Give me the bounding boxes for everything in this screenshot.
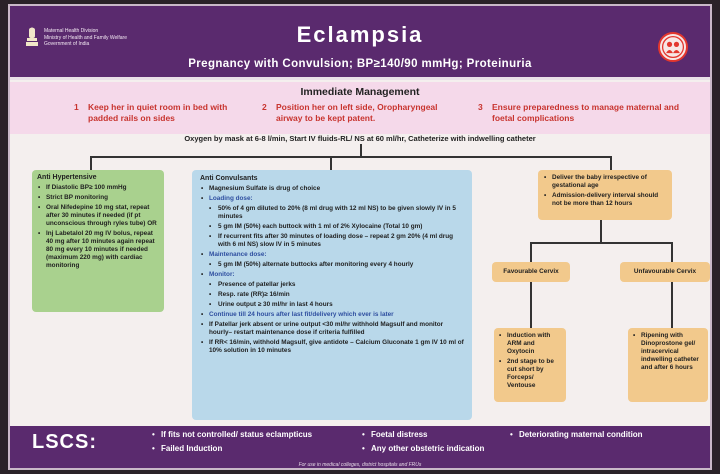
- list-item: Deliver the baby irrespective of gestati…: [543, 174, 667, 190]
- unfavourable-cervix-label: Unfavourable Cervix: [633, 268, 697, 275]
- poster-subtitle: Pregnancy with Convulsion; BP≥140/90 mmH…: [188, 58, 532, 70]
- list-item: Strict BP monitoring: [37, 194, 159, 202]
- immediate-management-band: Immediate Management 1 Keep her in quiet…: [10, 82, 710, 134]
- lscs-item: Failed Induction: [152, 444, 222, 453]
- list-item: If recurrent fits after 30 minutes of lo…: [200, 233, 464, 249]
- maintenance-dose-label: Maintenance dose:: [200, 251, 464, 259]
- poster-header: Maternal Health Division Ministry of Hea…: [10, 6, 710, 80]
- connector-line: [671, 282, 673, 328]
- govt-line: Maternal Health Division: [44, 28, 99, 34]
- list-item: If RR< 16/min, withhold Magsulf, give an…: [200, 339, 464, 355]
- item-text: Keep her in quiet room in bed with padde…: [88, 102, 228, 123]
- list-item: 5 gm IM (50%) alternate buttocks after m…: [200, 261, 464, 269]
- list-item: If Diastolic BP≥ 100 mmHg: [37, 184, 159, 192]
- poster-title: Eclampsia: [296, 22, 424, 47]
- delivery-box: Deliver the baby irrespective of gestati…: [538, 170, 672, 220]
- footer-note: For use in medical colleges, district ho…: [298, 462, 422, 468]
- list-item: 2nd stage to be cut short by Forceps/ Ve…: [498, 358, 562, 390]
- list-item: Resp. rate (RR)≥ 16/min: [200, 291, 464, 299]
- govt-lines: Maternal Health Division Ministry of Hea…: [44, 28, 127, 48]
- connector-line: [530, 242, 532, 262]
- loading-dose-label: Loading dose:: [200, 195, 464, 203]
- connector-line: [671, 242, 673, 262]
- favourable-cervix-label: Favourable Cervix: [503, 268, 559, 275]
- connector-line: [530, 282, 532, 328]
- anti-hypertensive-box: Anti Hypertensive If Diastolic BP≥ 100 m…: [32, 170, 164, 312]
- govt-line: Government of India: [44, 41, 90, 47]
- list-item: Oral Nifedepine 10 mg stat, repeat after…: [37, 204, 159, 228]
- unfavourable-cervix-detail-box: Ripening with Dinoprostone gel/ intracer…: [628, 328, 708, 402]
- nhm-logo-icon: [658, 32, 688, 62]
- lscs-item: Deteriorating maternal condition: [510, 430, 643, 439]
- lscs-item: Any other obstetric indication: [362, 444, 484, 453]
- list-item: 5 gm IM (50%) each buttock with 1 ml of …: [200, 223, 464, 231]
- govt-line: Ministry of Health and Family Welfare: [44, 34, 127, 41]
- connector-line: [530, 242, 672, 244]
- connector-line: [90, 156, 610, 158]
- lscs-item: If fits not controlled/ status eclamptic…: [152, 430, 312, 439]
- connector-line: [360, 144, 362, 156]
- immediate-item: 1 Keep her in quiet room in bed with pad…: [74, 102, 258, 124]
- lscs-item: Foetal distress: [362, 430, 427, 439]
- immediate-management-title: Immediate Management: [300, 86, 420, 98]
- connector-line: [330, 156, 332, 170]
- item-number: 1: [74, 102, 79, 112]
- lscs-bar: LSCS: If fits not controlled/ status ecl…: [10, 426, 710, 460]
- immediate-item: 3 Ensure preparedness to manage maternal…: [478, 102, 682, 124]
- list-item: Admission-delivery interval should not b…: [543, 192, 667, 208]
- immediate-item: 2 Position her on left side, Oropharynge…: [262, 102, 466, 124]
- anti-hypertensive-title: Anti Hypertensive: [37, 174, 97, 181]
- national-emblem-icon: [26, 27, 38, 46]
- anti-convulsants-box: Anti Convulsants Magnesium Sulfate is dr…: [192, 170, 472, 420]
- item-text: Ensure preparedness to manage maternal a…: [492, 102, 680, 123]
- connector-line: [90, 156, 92, 170]
- item-number: 3: [478, 102, 483, 112]
- list-item: Ripening with Dinoprostone gel/ intracer…: [632, 332, 704, 372]
- list-item: Urine output ≥ 30 ml/hr in last 4 hours: [200, 301, 464, 309]
- monitor-label: Monitor:: [200, 271, 464, 279]
- eclampsia-poster: Maternal Health Division Ministry of Hea…: [8, 4, 712, 470]
- favourable-cervix-box: Favourable Cervix: [492, 262, 570, 282]
- item-number: 2: [262, 102, 267, 112]
- list-item: Magnesium Sulfate is drug of choice: [200, 185, 464, 193]
- continue-note: Continue till 24 hours after last fit/de…: [200, 311, 464, 319]
- item-text: Position her on left side, Oropharyngeal…: [276, 102, 438, 123]
- list-item: 50% of 4 gm diluted to 20% (8 ml drug wi…: [200, 205, 464, 221]
- connector-line: [610, 156, 612, 170]
- list-item: Presence of patellar jerks: [200, 281, 464, 289]
- anti-convulsants-title: Anti Convulsants: [200, 175, 258, 182]
- unfavourable-cervix-box: Unfavourable Cervix: [620, 262, 710, 282]
- connector-line: [600, 220, 602, 242]
- favourable-cervix-detail-box: Induction with ARM and Oxytocin 2nd stag…: [494, 328, 566, 402]
- lscs-label: LSCS:: [32, 431, 97, 453]
- list-item: Inj Labetalol 20 mg IV bolus, repeat 40 …: [37, 230, 159, 270]
- footer-bar: [10, 460, 710, 468]
- list-item: If Patellar jerk absent or urine output …: [200, 321, 464, 337]
- oxygen-instructions: Oxygen by mask at 6-8 l/min, Start IV fl…: [184, 134, 536, 143]
- list-item: Induction with ARM and Oxytocin: [498, 332, 562, 356]
